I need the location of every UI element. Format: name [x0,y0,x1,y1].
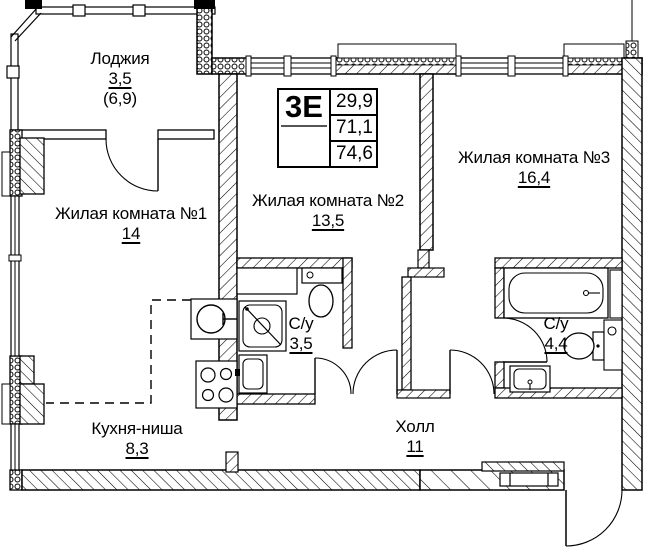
room-area: 16,4 [517,168,551,188]
room-label-kitchen: Кухня-ниша 8,3 [91,419,182,459]
room-label-bathroom1: С/у 3,5 [289,314,314,354]
kitchen-zone-boundary [46,299,191,404]
room-area: 3,5 [289,334,313,354]
washing-machine-icon [235,354,268,394]
room-name: Жилая комната №3 [458,148,610,167]
room-name: Кухня-ниша [91,419,183,438]
room-area: 8,3 [125,439,149,459]
apartment-type: 3Е [281,90,327,127]
room-label-hall: Холл 11 [395,417,434,457]
windows [8,55,569,471]
room-label-bathroom2: С/у 4,4 [544,314,569,354]
room-area: 13,5 [311,211,345,231]
apartment-type-cell: 3Е [279,90,331,166]
kitchen-sink-icon [190,298,238,340]
loggia-structure [6,0,216,140]
shower-icon [238,300,287,352]
toilet-icon [301,267,343,318]
area-main: 71,1 [331,116,376,142]
room-name: С/у [543,314,569,333]
room-name: Лоджия [90,49,150,68]
bathtub-icon [503,267,623,319]
exterior-walls [1,0,643,491]
toilet-icon-2 [563,331,605,361]
room-name: Жилая комната №2 [252,191,404,210]
area-total: 74,6 [336,143,373,164]
washing-machine-icon-2 [509,365,551,393]
room-area-secondary: (6,9) [103,89,137,109]
room-label-room1: Жилая комната №1 14 [55,204,207,244]
door-swings [105,138,623,547]
room-label-loggia: Лоджия 3,5 (6,9) [90,49,149,109]
apartment-areas: 29,9 71,1 74,6 [331,90,376,166]
bathroom-sink-icon [603,319,623,371]
room-name: Холл [395,417,435,436]
vanity-counter-icon [236,267,298,295]
stove-icon [195,360,238,409]
room-label-room3: Жилая комната №3 16,4 [458,148,610,188]
room-area: 14 [121,224,141,244]
area-living: 29,9 [331,90,376,116]
room-name: С/у [288,314,314,333]
apartment-info-table: 3Е 29,9 71,1 74,6 [277,88,378,168]
room-name: Жилая комната №1 [55,204,207,223]
room-area: 11 [406,437,424,457]
room-area: 4,4 [544,334,568,354]
room-area: 3,5 [108,69,132,89]
room-label-room2: Жилая комната №2 13,5 [252,191,404,231]
